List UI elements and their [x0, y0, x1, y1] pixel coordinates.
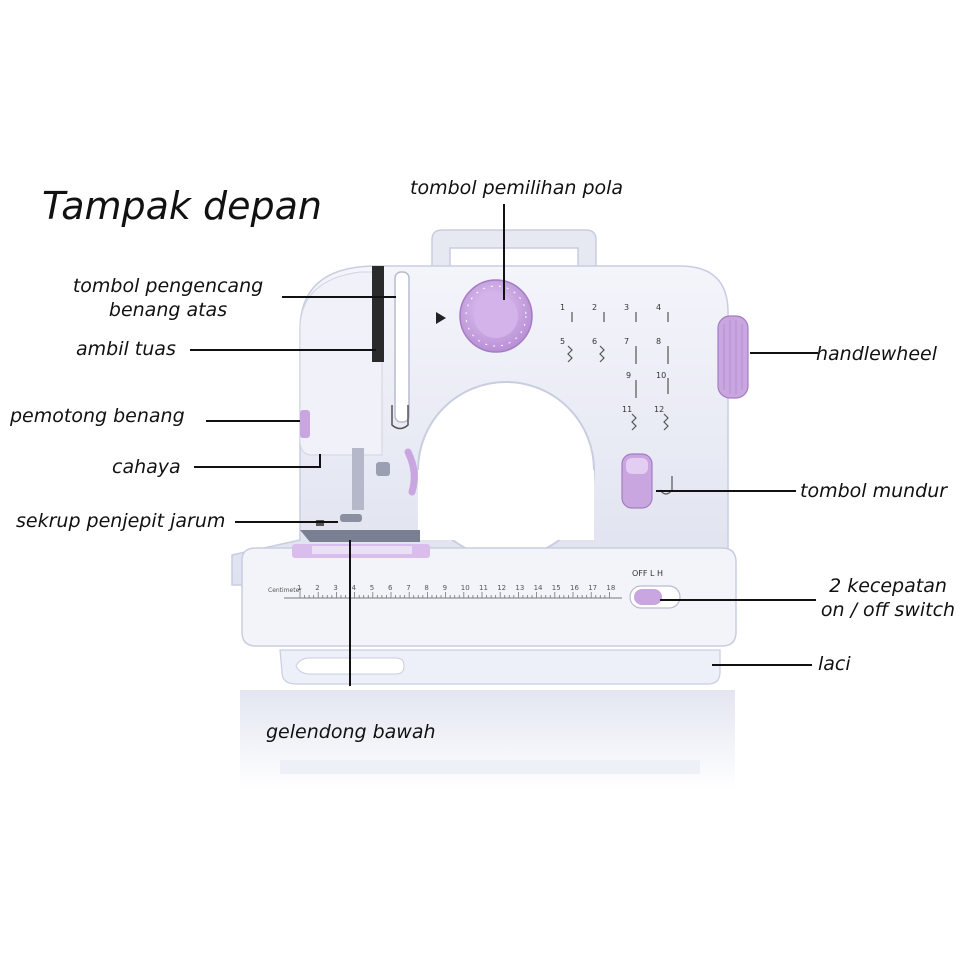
- ruler-number: 1: [297, 584, 301, 592]
- label-take-up-lever: ambil tuas: [76, 338, 176, 360]
- speed-switch[interactable]: OFF L H: [629, 569, 681, 609]
- ruler-label: Centimeter: [268, 587, 302, 594]
- ruler-number: 9: [443, 584, 447, 592]
- stitch-number: 6: [592, 337, 597, 346]
- ruler-number: 18: [606, 584, 615, 592]
- label-drawer: laci: [818, 653, 851, 675]
- label-tension-dial: tombol pengencang benang atas: [68, 274, 268, 322]
- stitch-number: 9: [626, 371, 631, 380]
- page-title: Tampak depan: [42, 184, 323, 228]
- stitch-number: 5: [560, 337, 565, 346]
- stitch-number: 4: [656, 303, 661, 312]
- ruler-number: 7: [406, 584, 410, 592]
- floor-reflection: [240, 690, 735, 790]
- label-bobbin: gelendong bawah: [266, 721, 436, 743]
- handwheel[interactable]: [717, 315, 749, 399]
- label-speed-switch: 2 kecepatan on / off switch: [812, 574, 964, 622]
- label-speed-line1: 2 kecepatan: [829, 575, 947, 597]
- stitch-number: 2: [592, 303, 597, 312]
- needle-assembly: [300, 448, 420, 542]
- label-handwheel: handlewheel: [816, 343, 937, 365]
- ruler-number: 16: [570, 584, 579, 592]
- stitch-numbers: 1 2 3 4 5 6 7 8 9 10 11 12: [560, 303, 666, 414]
- label-reverse-button: tombol mundur: [800, 480, 948, 502]
- stitch-number: 7: [624, 337, 629, 346]
- ruler-number: 8: [424, 584, 428, 592]
- ruler-number: 3: [333, 584, 337, 592]
- reverse-button[interactable]: [621, 453, 673, 509]
- ruler-number: 4: [352, 584, 357, 592]
- label-pattern-dial: tombol pemilihan pola: [410, 177, 624, 199]
- stitch-chart: [567, 312, 669, 431]
- switch-positions: OFF L H: [632, 569, 663, 578]
- label-speed-line2: on / off switch: [820, 599, 956, 621]
- carry-handle: [431, 229, 597, 269]
- label-needle-screw: sekrup penjepit jarum: [16, 510, 226, 532]
- machine-body: [231, 265, 729, 586]
- machine-base: [241, 544, 737, 685]
- ruler-number: 13: [515, 584, 524, 592]
- label-tension-line1: tombol pengencang: [72, 275, 264, 297]
- ruler-number: 10: [461, 584, 470, 592]
- ruler-number: 5: [370, 584, 374, 592]
- ruler-number: 2: [315, 584, 319, 592]
- stitch-number: 8: [656, 337, 661, 346]
- stitch-number: 3: [624, 303, 629, 312]
- ruler-number: 14: [534, 584, 543, 592]
- stitch-number: 1: [560, 303, 565, 312]
- ruler-number: 6: [388, 584, 393, 592]
- label-light: cahaya: [112, 456, 181, 478]
- ruler-number: 17: [588, 584, 597, 592]
- ruler-number: 15: [552, 584, 561, 592]
- stitch-number: 10: [656, 371, 666, 380]
- stitch-number: 12: [654, 405, 664, 414]
- pattern-dial[interactable]: [459, 279, 533, 353]
- ruler-number: 12: [497, 584, 506, 592]
- label-thread-cutter: pemotong benang: [10, 405, 185, 427]
- stitch-number: 11: [622, 405, 632, 414]
- label-tension-line2: benang atas: [108, 299, 228, 321]
- ruler-number: 11: [479, 584, 488, 592]
- callout-lines: [190, 204, 818, 686]
